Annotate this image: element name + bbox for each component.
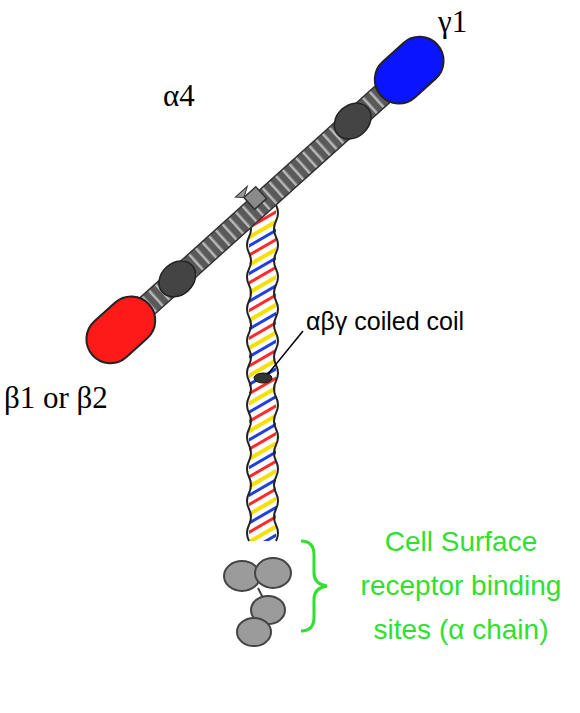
part-label: αβγ coiled coil: [306, 306, 576, 336]
region-label: Cell Surface receptor binding sites (α c…: [345, 520, 577, 652]
leader-line: [268, 331, 303, 374]
coiled-coil: [247, 205, 278, 541]
chain-label: α4: [163, 78, 223, 114]
beta-globular-domain: [77, 287, 166, 374]
gamma-globular-domain: [365, 27, 454, 114]
bracket: [301, 541, 327, 631]
chain-label: γ1: [438, 4, 518, 40]
alpha4-stub: [244, 187, 267, 210]
lg-domains: [224, 558, 291, 646]
chain-label: β1 or β2: [4, 380, 164, 416]
